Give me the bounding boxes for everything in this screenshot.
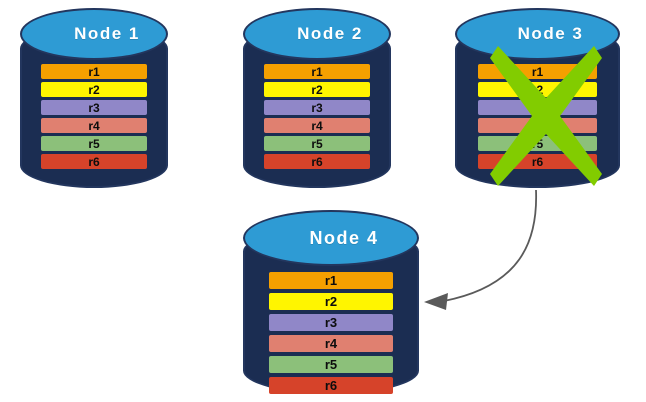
node-3-row-r2: r2 <box>478 82 597 97</box>
node-1-row-r4: r4 <box>40 118 148 133</box>
node-1-row-r1: r1 <box>40 64 148 79</box>
node-1-top-disc: Node 1 <box>20 8 168 60</box>
node-4-row-r4: r4 <box>269 335 393 352</box>
node-4-row-r6: r6 <box>269 377 393 394</box>
node-1-rows: r1 r2 r3 r4 r5 r6 <box>20 64 168 169</box>
node-4-row-r2: r2 <box>269 293 393 310</box>
node-1-row-r6: r6 <box>40 154 148 169</box>
node-1[interactable]: r1 r2 r3 r4 r5 r6 Node 1 <box>20 8 168 188</box>
node-1-label: Node 1 <box>74 24 140 43</box>
node-3-row-r4: r4 <box>478 118 597 133</box>
node-3-rows: r1 r2 r3 r4 r5 r6 <box>455 64 620 169</box>
node-2-top-disc: Node 2 <box>243 8 391 60</box>
node-4-rows: r1 r2 r3 r4 r5 r6 <box>243 272 419 394</box>
node-2-rows: r1 r2 r3 r4 r5 r6 <box>243 64 391 169</box>
node-3-top-disc: Node 3 <box>455 8 620 60</box>
node-2-row-r3: r3 <box>263 100 371 115</box>
node-4-label: Node 4 <box>309 227 379 248</box>
node-2-row-r4: r4 <box>263 118 371 133</box>
node-3-row-r3: r3 <box>478 100 597 115</box>
node-4-row-r3: r3 <box>269 314 393 331</box>
node-2-row-r2: r2 <box>263 82 371 97</box>
node-2-row-r1: r1 <box>263 64 371 79</box>
node-4-row-r5: r5 <box>269 356 393 373</box>
node-3[interactable]: r1 r2 r3 r4 r5 r6 Node 3 <box>455 8 620 188</box>
node-4-top-disc: Node 4 <box>243 210 419 266</box>
node-2[interactable]: r1 r2 r3 r4 r5 r6 Node 2 <box>243 8 391 188</box>
node-3-row-r6: r6 <box>478 154 597 169</box>
node-2-row-r6: r6 <box>263 154 371 169</box>
node-4-row-r1: r1 <box>269 272 393 289</box>
node-1-row-r5: r5 <box>40 136 148 151</box>
node-2-label: Node 2 <box>297 24 363 43</box>
node-1-row-r3: r3 <box>40 100 148 115</box>
node-3-row-r5: r5 <box>478 136 597 151</box>
node-2-row-r5: r5 <box>263 136 371 151</box>
node-1-row-r2: r2 <box>40 82 148 97</box>
node-3-row-r1: r1 <box>478 64 597 79</box>
node-4[interactable]: r1 r2 r3 r4 r5 r6 Node 4 <box>243 210 419 394</box>
node-3-label: Node 3 <box>517 24 584 43</box>
